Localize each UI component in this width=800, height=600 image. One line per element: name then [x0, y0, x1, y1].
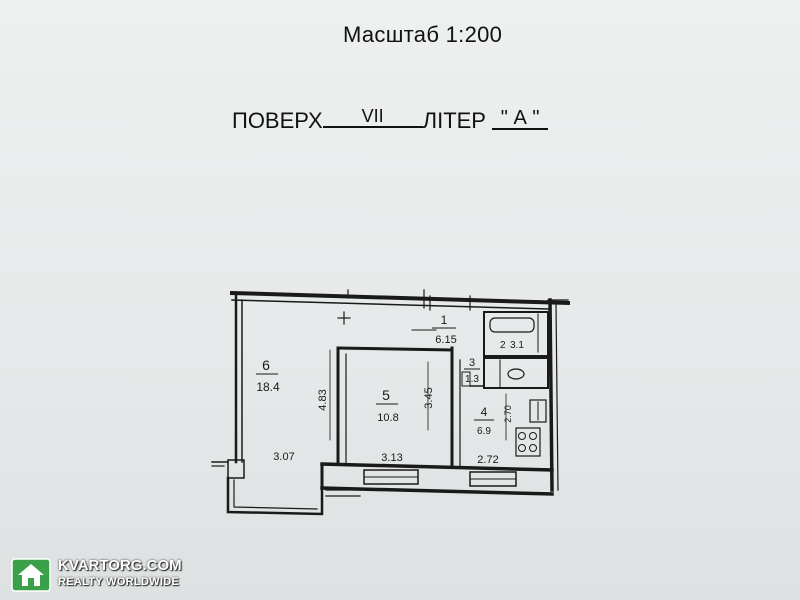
stove-icon: [515, 427, 541, 457]
room5-number: 5: [382, 387, 390, 403]
dim-room6-height: 4.83: [317, 389, 329, 410]
watermark-tagline: REALTY WORLDWIDE: [58, 576, 180, 588]
floor-value: VII: [322, 106, 423, 128]
room3-area: 1.3: [465, 374, 479, 385]
letter-value: " А ": [492, 108, 549, 130]
room1-number: 1: [441, 313, 448, 327]
bathtub-icon: [489, 317, 535, 333]
floor-label: ПОВЕРХ: [232, 108, 323, 133]
watermark-logo: KVARTORG.COM REALTY WORLDWIDE: [10, 555, 182, 595]
bathroom-block: [483, 311, 549, 357]
scale-label: Масштаб 1:200: [343, 22, 503, 47]
dim-room5-height: 3.45: [423, 387, 435, 408]
room6-area: 18.4: [256, 380, 280, 394]
room2-area: 3.1: [510, 340, 524, 351]
room4-number: 4: [481, 405, 488, 419]
toilet-icon: [507, 368, 525, 380]
house-icon: [11, 558, 51, 592]
room2-number: 2: [500, 340, 506, 351]
dim-bottom-left: 3.07: [273, 451, 294, 463]
right-wall: [548, 298, 554, 492]
top-wall: [229, 290, 571, 306]
room6-number: 6: [262, 357, 270, 373]
balcony-outline: [226, 476, 324, 516]
watermark-brand: KVARTORG.COM: [58, 557, 182, 574]
dim-bottom-mid: 3.13: [381, 452, 402, 464]
wc-block: [483, 357, 549, 389]
room4-area: 6.9: [477, 426, 491, 437]
sink-icon: [529, 399, 547, 423]
room5-area: 10.8: [377, 412, 398, 424]
room5-top-wall: [336, 346, 454, 352]
dim-bottom-right: 2.72: [477, 454, 498, 466]
letter-label: ЛІТЕР: [422, 108, 486, 133]
room1-area: 6.15: [435, 334, 456, 346]
room3-number: 3: [469, 357, 475, 369]
bottom-wall: [320, 462, 554, 472]
dim-room4-height: 2.70: [503, 405, 513, 423]
